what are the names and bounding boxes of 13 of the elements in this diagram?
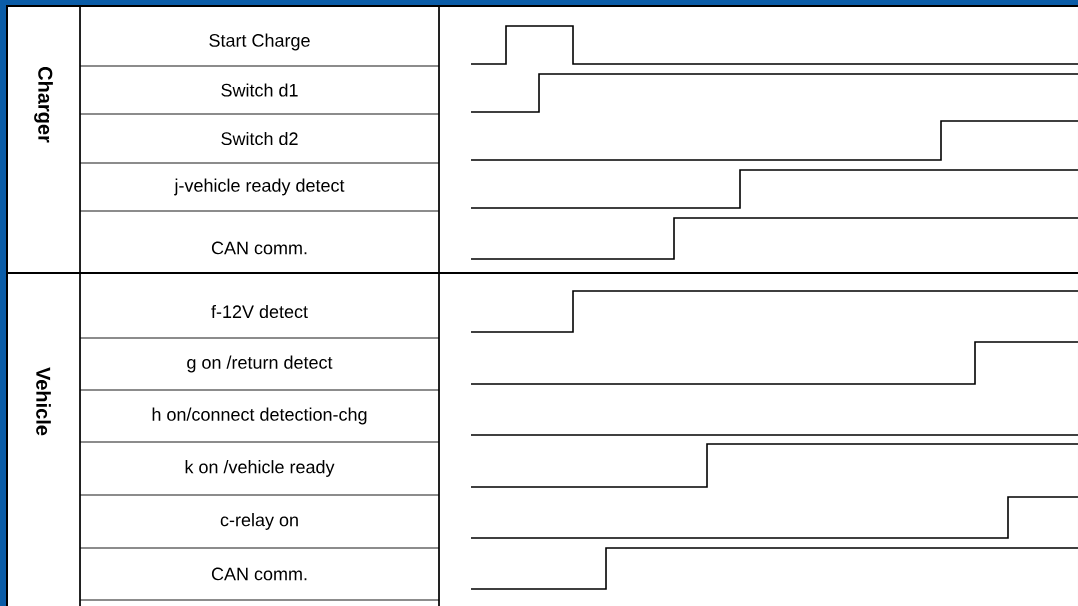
signal-label: Start Charge [209,33,310,51]
signal-label: Switch d2 [221,131,298,146]
group-label: Charger [34,66,53,143]
signal-label: CAN comm. [211,241,307,255]
signal-label: f-12V detect [211,304,308,319]
signal-label: Switch d1 [221,83,298,97]
signal-label: CAN comm. [211,567,307,581]
signal-label: c-relay on [220,513,298,530]
signal-label: k on /vehicle ready [185,460,335,477]
signal-label: h on/connect detection-chg [152,407,367,425]
signal-label: g on /return detect [187,355,333,373]
group-label: Vehicle [36,367,51,436]
signal-label: j-vehicle ready detect [174,178,345,196]
